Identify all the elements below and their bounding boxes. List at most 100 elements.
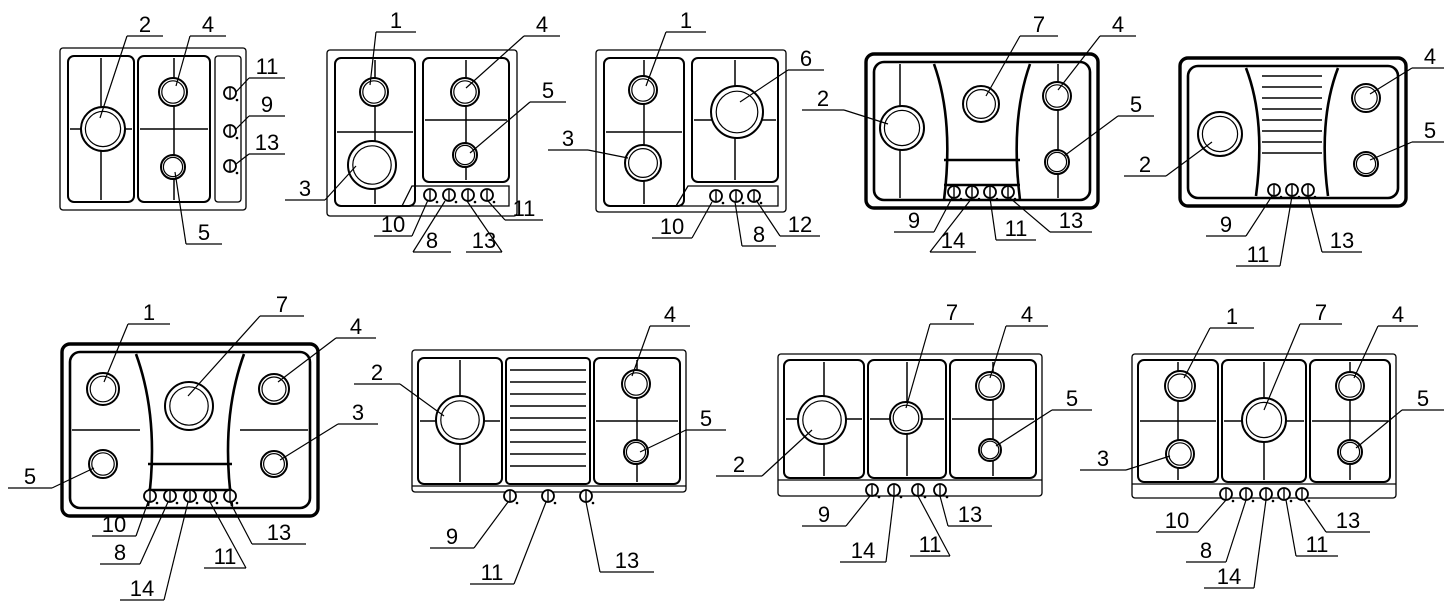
grate — [603, 57, 685, 207]
control-strip — [214, 55, 242, 203]
burner-cap — [965, 88, 996, 119]
part-number-label: 13 — [255, 130, 279, 155]
knob-dot — [977, 197, 981, 201]
part-number-label: 1 — [143, 300, 155, 325]
part-number-label: 5 — [24, 464, 36, 489]
leader-line — [843, 109, 889, 125]
leader-line — [412, 200, 446, 253]
hob-frame — [777, 353, 1043, 497]
leader-line — [103, 323, 129, 383]
burner — [88, 449, 118, 479]
burner-cap — [1168, 442, 1192, 466]
grate — [1186, 64, 1400, 200]
leader-line — [1253, 499, 1267, 589]
leader-line — [487, 200, 506, 221]
part-number-label: 4 — [536, 12, 548, 37]
grate — [949, 359, 1037, 479]
burner — [450, 77, 480, 107]
leader-line — [163, 501, 189, 601]
burner-cap — [263, 453, 286, 476]
knob-dot — [235, 98, 239, 102]
grate-center — [134, 353, 246, 507]
part-number-label: 13 — [615, 548, 639, 573]
part-number-label: 2 — [1139, 152, 1151, 177]
burner-cap — [1354, 86, 1378, 110]
part-number-label: 10 — [381, 212, 405, 237]
leader-line — [174, 171, 187, 245]
burner-cap — [625, 441, 647, 463]
burner — [435, 395, 485, 445]
burner — [1335, 371, 1365, 401]
part-number-label: 13 — [1336, 508, 1360, 533]
part-number-label: 4 — [350, 314, 362, 339]
leader-line — [466, 200, 503, 253]
burner — [879, 105, 925, 151]
knob-dot — [215, 501, 219, 505]
knob-dot — [1313, 195, 1317, 199]
burner — [710, 85, 764, 139]
burner-cap — [892, 404, 920, 432]
knob-dot — [435, 200, 439, 204]
burner-cap — [84, 110, 122, 148]
burner-cap — [89, 375, 117, 403]
burner — [1351, 83, 1381, 113]
knob-dot — [721, 201, 725, 205]
burner — [1197, 111, 1243, 157]
knob-dot — [899, 495, 903, 499]
burner-cap — [1201, 115, 1239, 153]
leader-line — [235, 77, 250, 93]
burner — [86, 372, 120, 406]
leader-line — [324, 165, 357, 201]
part-number-label: 4 — [1112, 12, 1124, 37]
burner-cap — [161, 80, 185, 104]
hob-frame — [595, 49, 787, 213]
knob-dot — [1279, 195, 1283, 199]
leader-line — [939, 495, 949, 527]
burner-cap — [91, 452, 115, 476]
part-number-label: 2 — [817, 86, 829, 111]
burner — [158, 77, 188, 107]
part-number-label: 5 — [1417, 386, 1429, 411]
leader-line — [989, 197, 997, 241]
part-number-label: 3 — [1097, 446, 1109, 471]
part-number-label: 7 — [1315, 300, 1327, 325]
part-number-label: 12 — [788, 212, 812, 237]
burner — [1353, 151, 1379, 177]
grate-center — [932, 63, 1032, 201]
burner — [1337, 439, 1363, 465]
burner-cap — [1045, 84, 1069, 108]
part-number-label: 5 — [198, 220, 210, 245]
part-number-label: 11 — [1005, 216, 1028, 241]
knob-dot — [923, 495, 927, 499]
part-number-label: 8 — [1200, 538, 1212, 563]
burner-cap — [631, 78, 655, 102]
burner — [1044, 149, 1070, 175]
burner-cap — [1046, 151, 1068, 173]
leader-line — [917, 495, 951, 557]
knob-dot — [1013, 197, 1017, 201]
grate — [872, 60, 1092, 202]
leader-line — [929, 197, 973, 253]
leader-line — [399, 383, 445, 417]
knob-dot — [155, 501, 159, 505]
burner-cap — [802, 400, 842, 440]
leader-line — [645, 31, 667, 87]
leader-line — [235, 153, 250, 165]
part-number-label: 4 — [202, 12, 214, 37]
part-number-label: 9 — [1220, 212, 1232, 237]
leader-line — [755, 199, 781, 237]
burner — [978, 438, 1002, 462]
leader-line — [1285, 499, 1297, 557]
part-number-label: 5 — [542, 78, 554, 103]
burner — [621, 369, 651, 399]
part-number-label: 5 — [1130, 92, 1142, 117]
part-number-label: 2 — [139, 12, 151, 37]
part-number-label: 8 — [426, 228, 438, 253]
burner — [164, 381, 214, 431]
leader-line — [1355, 409, 1403, 449]
part-number-label: 11 — [1306, 532, 1329, 557]
part-number-label: 10 — [102, 512, 126, 537]
part-number-label: 11 — [919, 532, 942, 557]
